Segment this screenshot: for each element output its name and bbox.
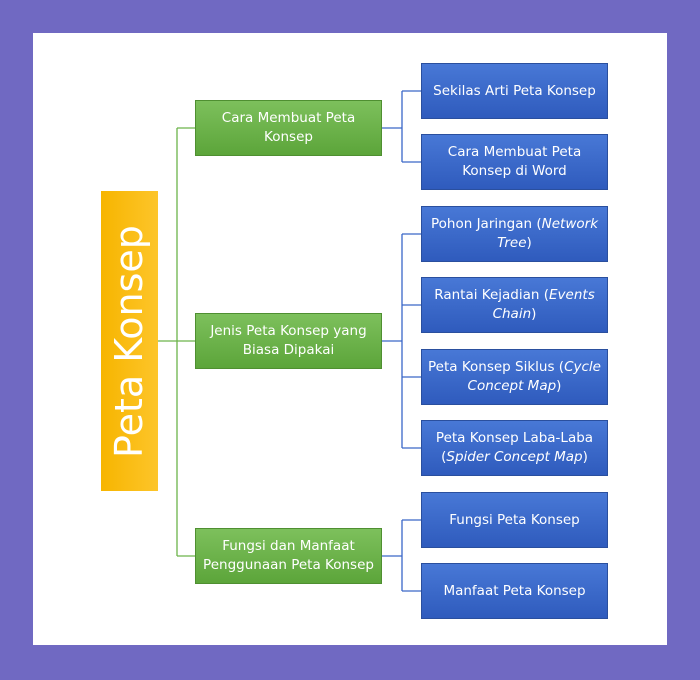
leaf-node-cara-membuat-word: Cara Membuat Peta Konsep di Word <box>421 134 608 190</box>
branch-label: Fungsi dan Manfaat Penggunaan Peta Konse… <box>203 538 374 573</box>
leaf-node-sekilas-arti: Sekilas Arti Peta Konsep <box>421 63 608 119</box>
root-node: Peta Konsep <box>101 191 158 491</box>
leaf-label: Sekilas Arti Peta Konsep <box>433 82 596 99</box>
leaf-label: Fungsi Peta Konsep <box>449 511 580 528</box>
branch-node-fungsi: Fungsi dan Manfaat Penggunaan Peta Konse… <box>195 528 382 584</box>
leaf-label: Pohon Jaringan (Network Tree) <box>430 216 599 251</box>
leaf-label: Rantai Kejadian (Events Chain) <box>434 287 595 322</box>
branch-label: Jenis Peta Konsep yang Biasa Dipakai <box>210 323 367 358</box>
leaf-label: Manfaat Peta Konsep <box>443 582 586 599</box>
root-label: Peta Konsep <box>107 224 151 458</box>
leaf-node-pohon-jaringan: Pohon Jaringan (Network Tree) <box>421 206 608 262</box>
branch-node-jenis: Jenis Peta Konsep yang Biasa Dipakai <box>195 313 382 369</box>
leaf-label: Peta Konsep Laba-Laba (Spider Concept Ma… <box>435 430 594 465</box>
leaf-node-rantai-kejadian: Rantai Kejadian (Events Chain) <box>421 277 608 333</box>
leaf-node-siklus: Peta Konsep Siklus (Cycle Concept Map) <box>421 349 608 405</box>
leaf-label: Cara Membuat Peta Konsep di Word <box>447 144 582 179</box>
branch-node-cara-membuat: Cara Membuat Peta Konsep <box>195 100 382 156</box>
leaf-node-laba-laba: Peta Konsep Laba-Laba (Spider Concept Ma… <box>421 420 608 476</box>
branch-label: Cara Membuat Peta Konsep <box>221 110 356 145</box>
leaf-node-manfaat: Manfaat Peta Konsep <box>421 563 608 619</box>
leaf-node-fungsi: Fungsi Peta Konsep <box>421 492 608 548</box>
leaf-label: Peta Konsep Siklus (Cycle Concept Map) <box>428 359 601 394</box>
